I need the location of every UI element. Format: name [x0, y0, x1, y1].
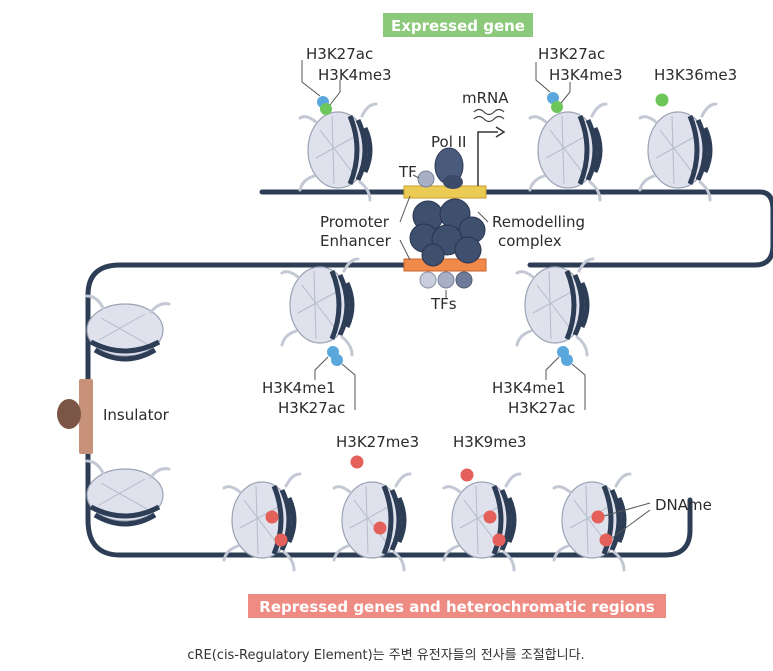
label-tf: TF — [398, 163, 417, 181]
label-h3k27ac-top-left: H3K27ac — [306, 45, 373, 63]
label-h3k9me3: H3K9me3 — [453, 433, 527, 451]
label-mrna: mRNA — [462, 89, 509, 107]
label-remodelling: Remodelling — [492, 213, 585, 231]
label-enhancer: Enhancer — [320, 232, 392, 250]
transcription-factors — [417, 170, 473, 289]
h3k36me3-mark-dot — [655, 93, 669, 107]
nucleosome-mid-left — [282, 259, 358, 355]
figure-caption: cRE(cis-Regulatory Element)는 주변 유전자들의 전사… — [187, 648, 584, 663]
nucleosome-left-lower — [87, 461, 169, 524]
h3k27ac-mark-dot — [547, 92, 559, 104]
histone-marks-top — [317, 92, 669, 115]
nucleosome-top-3 — [640, 104, 716, 200]
label-h3k4me1-right: H3K4me1 — [492, 379, 566, 397]
label-h3k27ac-top-right: H3K27ac — [538, 45, 605, 63]
nucleosome-mid-right — [517, 259, 593, 355]
expressed-banner — [383, 13, 533, 37]
leader-lines-complex — [399, 174, 489, 298]
label-h3k36me3: H3K36me3 — [654, 66, 737, 84]
label-tfs: TFs — [430, 295, 457, 313]
label-h3k27ac-mid-left: H3K27ac — [278, 399, 345, 417]
h3k27me3-mark-dot — [350, 455, 364, 469]
nucleosome-top-1 — [300, 104, 376, 200]
repressed-banner — [248, 594, 666, 618]
label-h3k27me3: H3K27me3 — [336, 433, 419, 451]
leader-lines-middle — [314, 356, 586, 410]
nucleosome-top-2 — [530, 104, 606, 200]
leader-lines-dname — [603, 502, 651, 539]
transcription-arrowhead — [495, 126, 506, 138]
label-promoter: Promoter — [320, 213, 390, 231]
label-complex: complex — [498, 232, 562, 250]
label-h3k4me3-top-left: H3K4me3 — [318, 66, 392, 84]
pol-ii-base — [443, 175, 463, 189]
expressed-banner-label: Expressed gene — [391, 17, 525, 35]
insulator-protein — [57, 399, 81, 429]
tf-top — [417, 170, 435, 188]
repressed-banner-label: Repressed genes and heterochromatic regi… — [259, 598, 654, 616]
h3k4me3-mark-dot — [551, 101, 563, 113]
mrna-waves — [473, 108, 505, 123]
label-insulator: Insulator — [103, 406, 170, 424]
h3k9me3-mark-dot — [460, 468, 474, 482]
nucleosome-left-upper — [87, 296, 169, 359]
insulator-element — [79, 379, 93, 454]
label-h3k4me3-top-right: H3K4me3 — [549, 66, 623, 84]
histone-marks-middle — [327, 346, 573, 366]
histone-marks-bottom — [265, 455, 613, 547]
remodelling-complex — [409, 198, 486, 267]
label-h3k4me1-left: H3K4me1 — [262, 379, 336, 397]
label-h3k27ac-mid-right: H3K27ac — [508, 399, 575, 417]
promoter-bar — [403, 185, 487, 199]
h3k4me3-mark-dot — [320, 103, 332, 115]
transcription-arrow — [477, 131, 498, 186]
leader-lines-top — [301, 60, 571, 106]
label-pol-ii: Pol II — [431, 133, 466, 151]
label-dname: DNAme — [655, 496, 712, 514]
